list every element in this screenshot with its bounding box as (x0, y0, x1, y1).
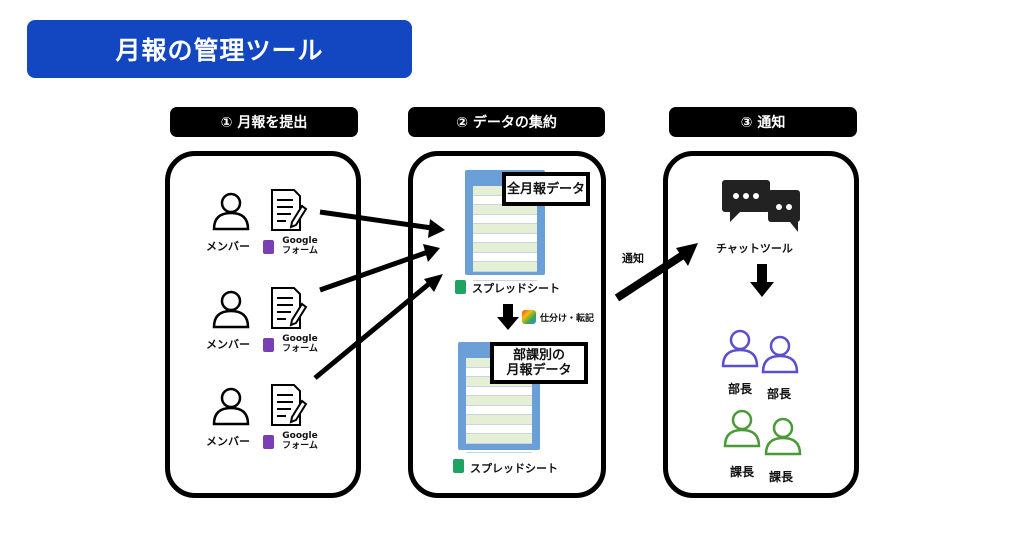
process-label: 仕分け・転記 (540, 314, 595, 324)
form-line1: Google (282, 334, 318, 344)
member-person-icon (212, 387, 250, 426)
form-line2: フォーム (282, 246, 318, 256)
all-data-bubble: 全月報データ (502, 172, 590, 206)
page-title: 月報の管理ツール (27, 20, 412, 78)
chat-icon (722, 180, 800, 232)
dept-bubble-line2: 月報データ (506, 363, 572, 378)
arrow-head (424, 274, 443, 292)
notify-arrow-label: 通知 (622, 252, 644, 265)
arrow-head (423, 244, 440, 262)
form-line2: フォーム (282, 441, 318, 451)
dept-bubble-line1: 部課別の (512, 348, 565, 363)
step-3-header: ③ 通知 (669, 107, 857, 137)
bottom-sheet-label: スプレッドシート (470, 462, 558, 475)
dept-data-bubble: 部課別の 月報データ (490, 342, 588, 384)
submit-arrows (313, 209, 433, 380)
member-person-icon (212, 192, 250, 231)
google-forms-icon (263, 435, 274, 449)
sheets-icon (453, 459, 464, 473)
chat-tool-label: チャットツール (716, 242, 793, 255)
notify-arrow (614, 251, 686, 302)
notify-arrow-head (676, 243, 698, 266)
google-forms-icon (263, 338, 274, 352)
document-icon (271, 384, 307, 426)
member-label: メンバー (206, 240, 250, 253)
down-arrow (757, 264, 767, 284)
form-line1: Google (282, 431, 318, 441)
form-line1: Google (282, 236, 318, 246)
document-icon (271, 189, 307, 231)
dept-manager-label: 部長 (728, 382, 753, 396)
section-manager-label: 課長 (769, 470, 794, 484)
google-forms-icon (263, 240, 274, 254)
section-manager-label: 課長 (730, 465, 755, 479)
step-2-header: ② データの集約 (408, 107, 605, 137)
top-sheet-label: スプレッドシート (472, 282, 560, 295)
dept-manager-icon (721, 329, 799, 374)
member-person-icon (212, 290, 250, 329)
form-line2: フォーム (282, 344, 318, 354)
member-label: メンバー (206, 338, 250, 351)
down-arrow-head (497, 317, 519, 330)
down-arrow (503, 304, 513, 318)
apps-script-icon (522, 310, 536, 324)
arrow-head (428, 219, 445, 238)
section-manager-icon (723, 409, 802, 456)
dept-manager-label: 部長 (767, 387, 792, 401)
document-icon (271, 287, 307, 329)
step-1-header: ① 月報を提出 (170, 107, 358, 137)
sheets-icon (455, 280, 466, 294)
down-arrow-head (750, 282, 774, 297)
member-label: メンバー (206, 435, 250, 448)
